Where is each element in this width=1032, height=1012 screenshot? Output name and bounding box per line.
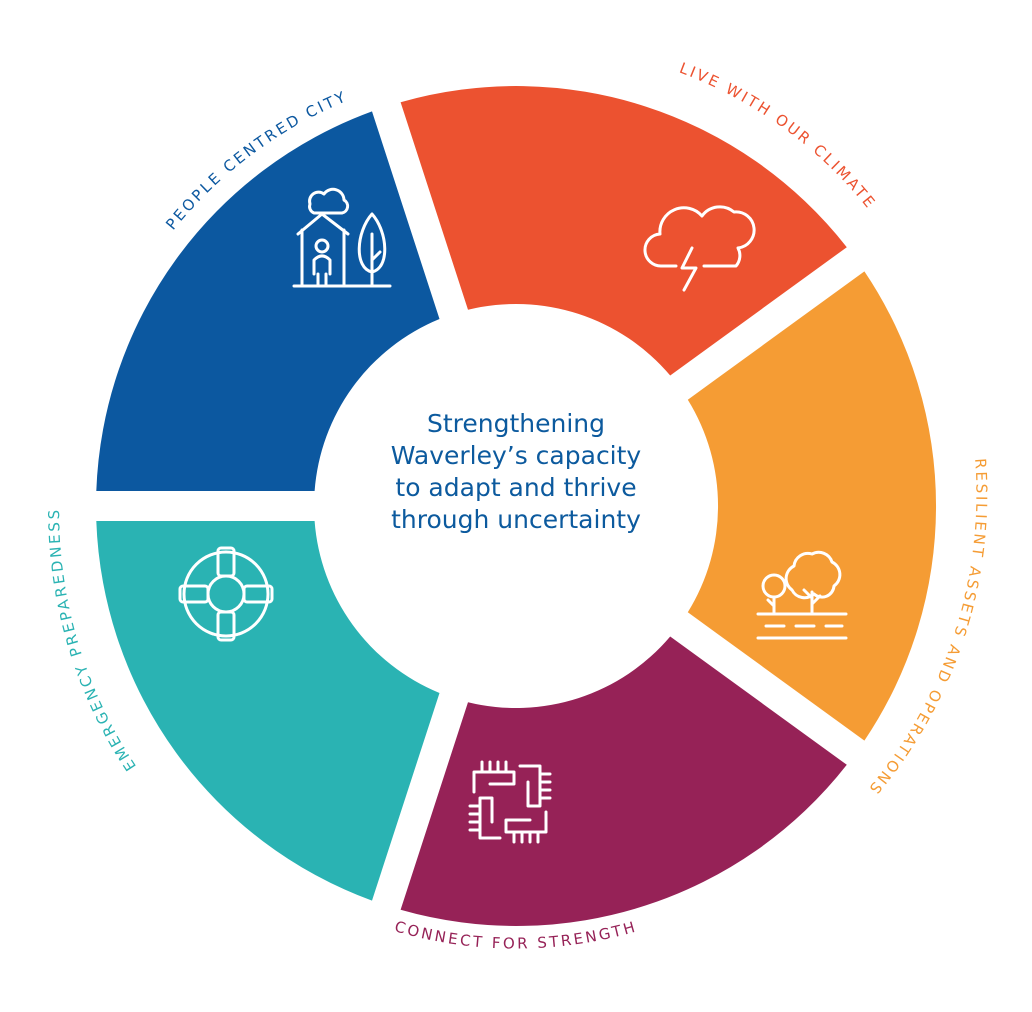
center-line-3: to adapt and thrive <box>395 473 637 502</box>
center-line-1: Strengthening <box>426 409 606 438</box>
segments-layer <box>96 86 937 926</box>
segment-live-with-our-climate <box>400 86 847 376</box>
segment-people-centred-city <box>96 111 440 492</box>
segment-emergency-preparedness <box>96 521 440 901</box>
center-statement: Strengthening Waverley’s capacity to ada… <box>366 408 666 536</box>
joined-hands-icon <box>468 760 552 844</box>
center-line-4: through uncertainty <box>391 505 641 534</box>
house-person-tree-icon <box>292 187 392 288</box>
segment-connect-for-strength <box>400 636 847 926</box>
segment-resilient-assets-and-operations <box>687 271 937 741</box>
trees-road-icon <box>756 550 848 640</box>
storm-cloud-icon <box>643 205 756 292</box>
lifebuoy-icon <box>178 546 274 642</box>
center-line-2: Waverley’s capacity <box>390 441 642 470</box>
